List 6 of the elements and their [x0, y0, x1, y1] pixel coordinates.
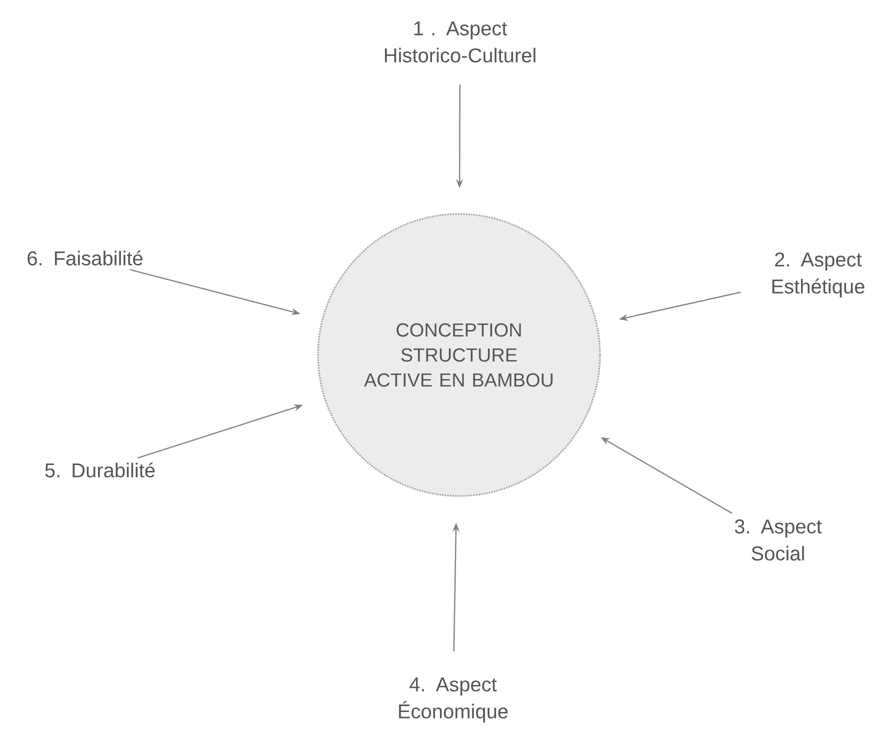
aspect-label: 2. Aspect Esthétique: [772, 252, 864, 298]
aspect-label: 6. Faisabilité: [28, 250, 142, 266]
aspect-label: 1 . Aspect Historico-Culturel: [384, 22, 536, 62]
aspect-label: 3. Aspect Social: [734, 519, 822, 561]
aspect-label: 4. Aspect Économique: [399, 678, 508, 722]
aspect-label: 5. Durabilité: [45, 462, 155, 478]
